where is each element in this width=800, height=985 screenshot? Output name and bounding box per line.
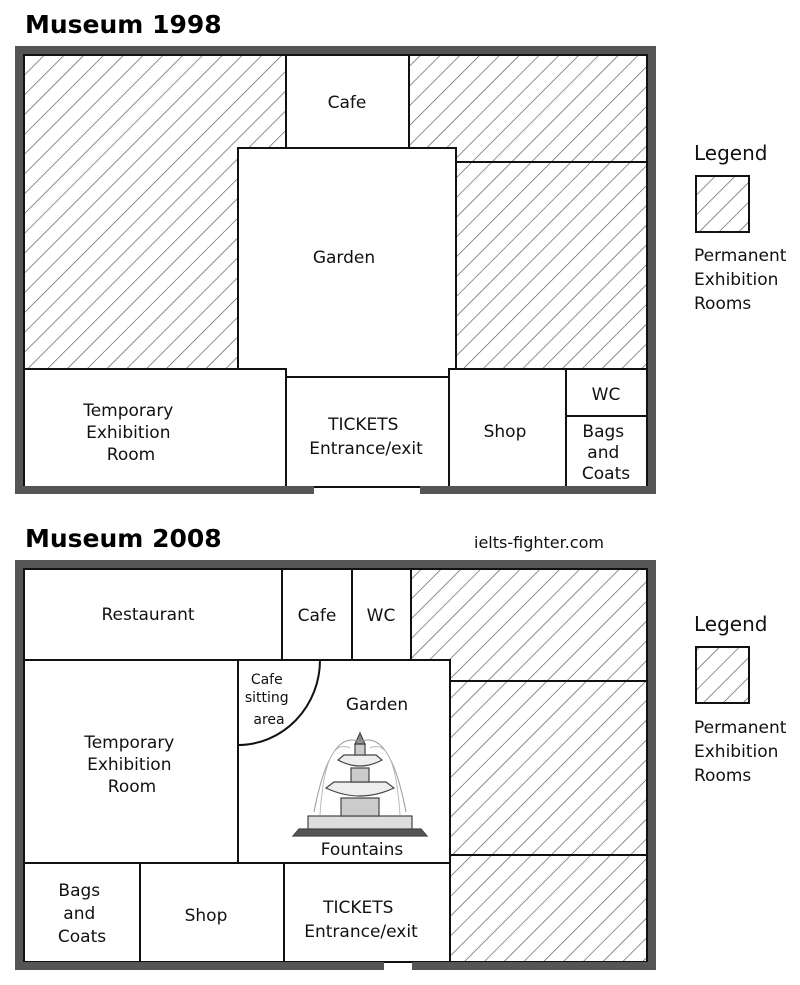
cafe-sitting-label-2008: Cafe sitting area <box>245 672 293 728</box>
tickets-label-2008: TICKETS Entrance/exit <box>304 898 418 942</box>
garden-label-2008: Garden <box>346 695 408 715</box>
permanent-room-2008-top <box>410 568 648 682</box>
bags-room-1998 <box>565 415 648 488</box>
legend-2008: Legend Permanent Exhibition Rooms <box>694 612 792 786</box>
cafe-sitting-area-arc <box>237 659 321 746</box>
legend-text-1998: Permanent Exhibition Rooms <box>694 246 792 314</box>
plan-1998: Cafe Garden Temporary Exhibition Room TI… <box>15 46 656 494</box>
permanent-room-2008-bottom <box>449 854 648 963</box>
bags-label-1998: Bags and Coats <box>582 422 630 484</box>
legend-1998: Legend Permanent Exhibition Rooms <box>694 141 792 314</box>
restaurant-label-2008: Restaurant <box>101 605 194 625</box>
shop-label-2008: Shop <box>185 906 228 926</box>
tickets-label-1998: TICKETS Entrance/exit <box>309 415 423 459</box>
outer-wall-2008 <box>15 560 656 970</box>
website-text: ielts-fighter.com <box>474 533 604 552</box>
legend-title-2008: Legend <box>694 612 767 636</box>
legend-swatch-2008 <box>695 646 750 704</box>
cafe-label-1998: Cafe <box>328 93 367 113</box>
fountains-label-2008: Fountains <box>321 840 404 860</box>
shop-label-1998: Shop <box>484 422 527 442</box>
cafe-label-2008: Cafe <box>298 606 337 626</box>
tickets-area-1998 <box>285 376 450 488</box>
legend-title-1998: Legend <box>694 141 767 165</box>
title-1998: Museum 1998 <box>25 10 222 39</box>
temporary-label-2008: Temporary Exhibition Room <box>83 733 180 797</box>
permanent-room-1998-top-right <box>408 54 648 163</box>
tickets-area-2008 <box>283 862 451 963</box>
garden-label-1998: Garden <box>313 248 375 268</box>
shop-room-1998 <box>448 368 567 488</box>
bags-label-2008: Bags and Coats <box>58 881 106 947</box>
temporary-label-1998: Temporary Exhibition Room <box>82 401 179 465</box>
cafe-room-1998 <box>285 54 410 149</box>
permanent-room-1998-right <box>455 161 648 370</box>
temporary-room-1998 <box>23 368 287 488</box>
wc-label-2008: WC <box>367 606 396 626</box>
shop-room-2008 <box>139 862 285 963</box>
plan-2008: Restaurant Cafe WC Cafe sitting area Gar… <box>15 560 656 970</box>
garden-1998 <box>237 147 457 378</box>
temporary-room-2008 <box>23 659 239 864</box>
wc-label-1998: WC <box>592 385 621 405</box>
legend-swatch-1998 <box>695 175 750 233</box>
cafe-room-2008 <box>281 568 353 661</box>
legend-text-2008: Permanent Exhibition Rooms <box>694 718 792 786</box>
outer-wall-1998 <box>15 46 656 494</box>
fountain-icon <box>291 731 429 837</box>
title-2008: Museum 2008 <box>25 524 222 553</box>
permanent-room-2008-middle <box>449 680 648 856</box>
